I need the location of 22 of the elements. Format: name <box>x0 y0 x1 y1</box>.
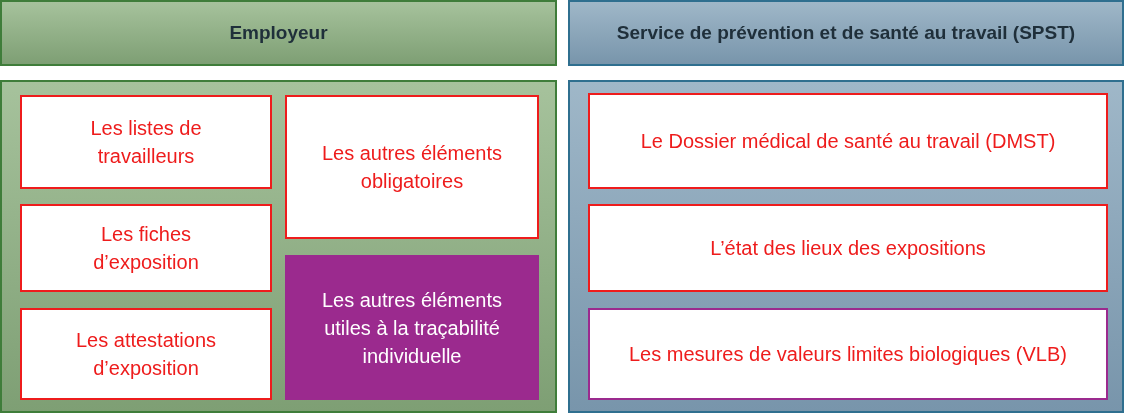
panel-background <box>0 80 557 413</box>
header-banner <box>0 0 557 66</box>
card-text: Les autres éléments utiles à la traçabilité individuelle <box>320 287 504 369</box>
card-text: L’état des lieux des expositions <box>709 236 987 261</box>
header-title: Service de prévention et de santé au travail (SPST) <box>615 20 1077 45</box>
document-card <box>588 204 1108 292</box>
header-banner <box>568 0 1124 66</box>
document-card <box>20 95 272 189</box>
card-text: Les attestations d’exposition <box>74 328 218 381</box>
document-card <box>20 204 272 292</box>
highlighted-card <box>285 255 539 400</box>
header-title: Employeur <box>228 20 329 45</box>
document-card <box>285 95 539 239</box>
card-text: Les listes de travailleurs <box>89 116 203 169</box>
document-card <box>588 308 1108 400</box>
document-card <box>588 93 1108 189</box>
card-text: Les autres éléments obligatoires <box>320 141 504 194</box>
card-text: Les fiches d’exposition <box>92 222 200 275</box>
card-text: Les mesures de valeurs limites biologiques (VLB) <box>628 342 1068 367</box>
document-card <box>20 308 272 400</box>
card-text: Le Dossier médical de santé au travail (DMST) <box>639 129 1057 154</box>
panel-background <box>568 80 1124 413</box>
